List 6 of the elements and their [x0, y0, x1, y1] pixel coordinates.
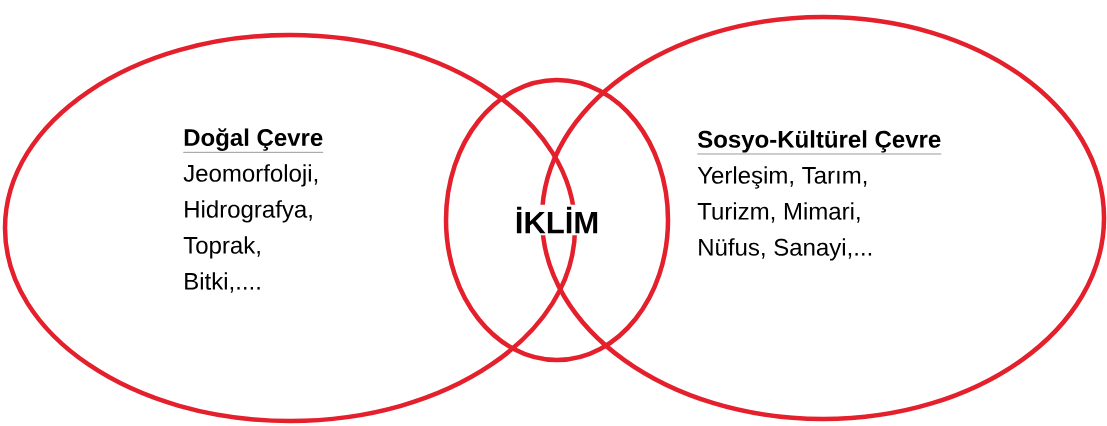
label: İKLİM: [512, 204, 602, 236]
description: Jeomorfoloji, Hidrografya, Toprak, Bitki,....: [183, 164, 318, 293]
venn-ellipse: [443, 77, 671, 363]
description: Yerleşim, Tarım, Turizm, Mimari, Nüfus, Sanayi,...: [697, 166, 872, 261]
heading: Sosyo-Kültürel Çevre: [697, 130, 942, 155]
heading: Doğal Çevre: [183, 128, 324, 153]
